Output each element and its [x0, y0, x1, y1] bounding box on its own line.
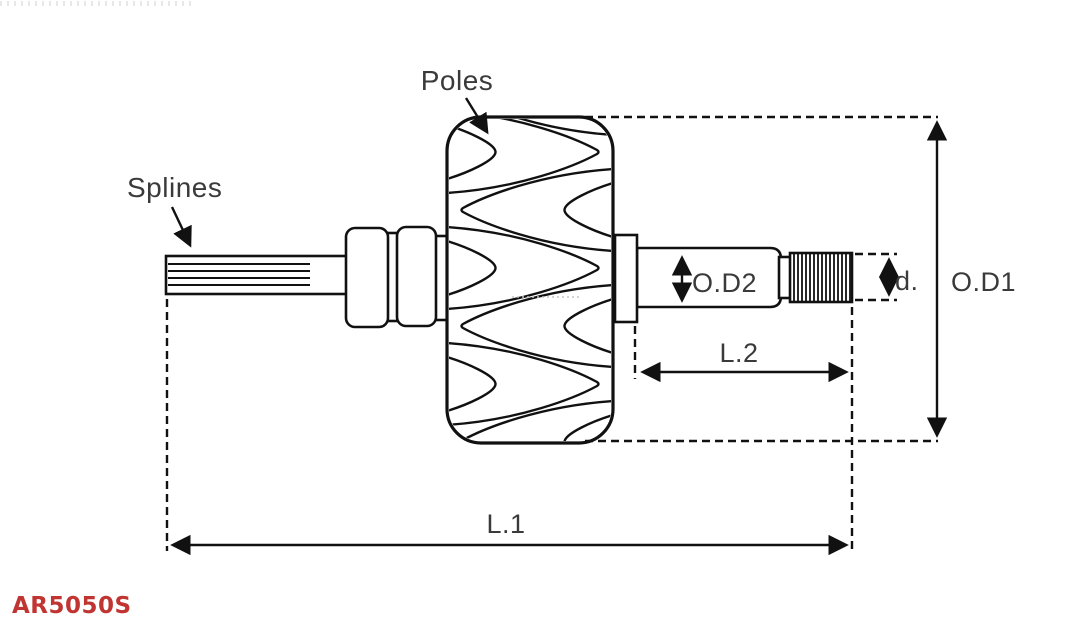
- collar-left-1: [344, 226, 390, 329]
- collar-right: [613, 233, 639, 324]
- poles-leader-arrow: [464, 97, 489, 135]
- od1-label: O.D1: [951, 267, 1016, 297]
- top-edge-artifact: [0, 1, 192, 6]
- left-shaft: [164, 254, 350, 296]
- splines-leader-arrow: [170, 206, 192, 248]
- d-label: d.: [895, 266, 919, 296]
- od2-label: O.D2: [692, 268, 757, 298]
- part-number: AR5050S: [12, 593, 132, 619]
- thread-section: [788, 251, 854, 304]
- poles-label: Poles: [421, 65, 494, 96]
- spline-lines: [168, 263, 310, 286]
- collar-left-2: [395, 225, 438, 328]
- l1-label: L.1: [486, 509, 525, 539]
- l2-label: L.2: [719, 338, 758, 368]
- extension-lines: [165, 115, 938, 551]
- dimension-lines: [170, 97, 948, 556]
- splines-label: Splines: [127, 172, 222, 203]
- rotor-part-outline: [164, 115, 854, 445]
